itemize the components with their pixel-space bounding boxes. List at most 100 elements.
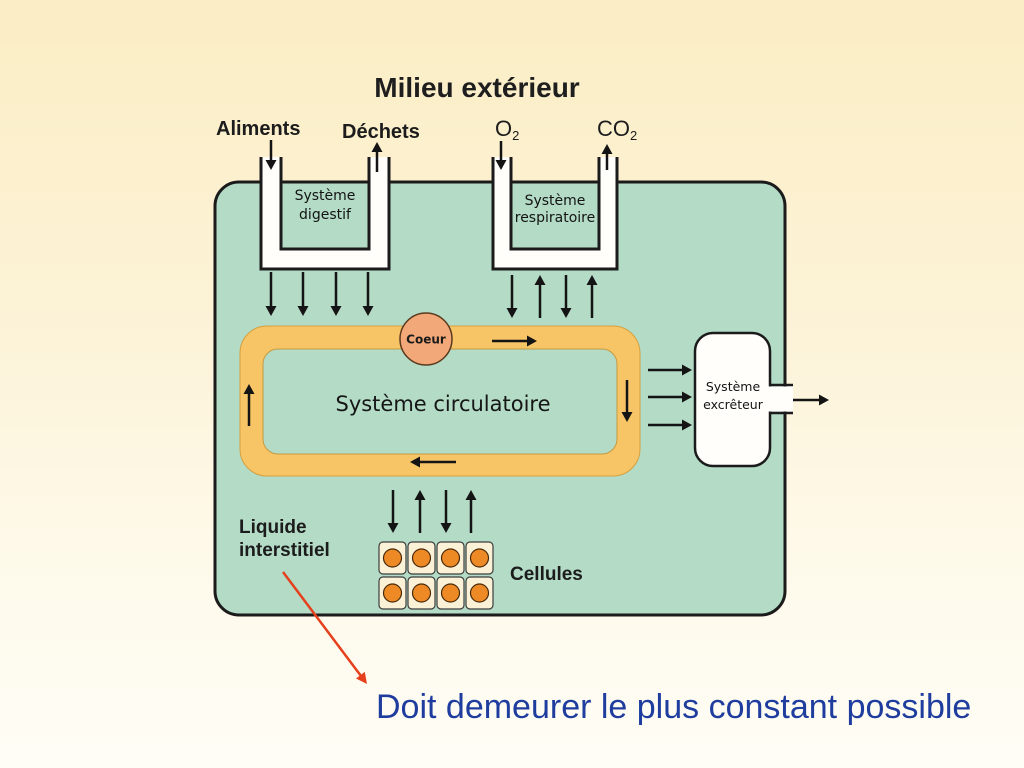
digestive-tube-outer-wall <box>259 157 391 271</box>
arrow-head <box>601 144 613 154</box>
arrow-cells-to-blood <box>465 490 477 533</box>
cell <box>436 541 465 575</box>
arrow-head <box>495 160 507 170</box>
arrow-shaft <box>281 571 363 678</box>
respiratory-tube-inner-wall <box>509 157 601 251</box>
arrow-circulation-left <box>243 384 255 426</box>
diagram-title: Milieu extérieur <box>374 72 580 103</box>
interstitial-fluid-label-line1: Liquide <box>239 517 307 538</box>
arrow-head <box>387 523 399 533</box>
cells-label: Cellules <box>510 564 583 585</box>
cell <box>436 576 465 610</box>
arrow-digestive-to-blood <box>362 272 374 316</box>
arrow-head <box>682 419 692 431</box>
excretory-system: Système excrêteur <box>693 331 793 468</box>
waste-label: Déchets <box>342 121 420 143</box>
cell-nucleus <box>382 548 403 568</box>
respiratory-system-label-line2: respiratoire <box>515 210 595 226</box>
heart <box>399 312 453 366</box>
cell-nucleus <box>469 548 490 568</box>
excretory-duct <box>767 386 793 412</box>
arrow-head <box>682 364 692 376</box>
arrow-circulation-top <box>492 335 537 347</box>
arrow-co2-output <box>601 144 613 170</box>
heart-label: Coeur <box>406 333 446 347</box>
arrow-excretion-output <box>793 394 829 406</box>
carbon-dioxide-subscript: 2 <box>630 128 637 143</box>
arrow-head <box>243 384 255 394</box>
arrow-head <box>265 160 277 170</box>
arrow-head <box>506 308 518 318</box>
arrow-blood-to-excretory <box>648 364 692 376</box>
circulatory-system-label: Système circulatoire <box>335 392 550 416</box>
arrow-head <box>527 335 537 347</box>
arrow-blood-to-respiratory <box>586 275 598 318</box>
oxygen-label: O2 <box>495 116 519 143</box>
circulatory-system: Système circulatoire Coeur <box>239 312 641 477</box>
arrow-oxygen-intake <box>495 141 507 170</box>
arrow-head <box>330 306 342 316</box>
cell-nucleus <box>411 548 432 568</box>
cell-nucleus <box>440 548 461 568</box>
respiratory-tube <box>493 157 617 269</box>
carbon-dioxide-label: CO2 <box>597 116 637 143</box>
arrow-head <box>410 456 420 468</box>
arrow-digestive-to-blood <box>330 272 342 316</box>
arrow-head <box>362 306 374 316</box>
pointer-arrow <box>281 571 367 684</box>
arrow-blood-to-cells <box>440 490 452 533</box>
arrow-head <box>465 490 477 500</box>
arrow-respiratory-to-blood <box>506 275 518 318</box>
arrow-waste-output <box>371 142 383 172</box>
respiratory-system: Système respiratoire <box>491 157 619 271</box>
arrow-blood-to-excretory <box>648 391 692 403</box>
arrow-blood-to-respiratory <box>534 275 546 318</box>
oxygen-symbol: O <box>495 116 512 141</box>
arrow-head <box>819 394 829 406</box>
arrow-blood-to-excretory <box>648 419 692 431</box>
arrow-head <box>682 391 692 403</box>
arrow-cells-to-blood <box>414 490 426 533</box>
exchange-arrows <box>243 140 829 684</box>
digestive-system-label-line1: Système <box>295 188 356 204</box>
arrow-head <box>371 142 383 152</box>
cells-group <box>378 541 494 610</box>
excretory-system-label-line1: Système <box>706 379 761 394</box>
arrow-head <box>356 671 367 684</box>
respiratory-system-label-line1: Système <box>525 193 586 209</box>
arrow-digestive-to-blood <box>297 272 309 316</box>
cell-nucleus <box>411 583 432 603</box>
cell <box>378 541 407 575</box>
arrow-head <box>534 275 546 285</box>
arrow-head <box>265 306 277 316</box>
arrow-head <box>586 275 598 285</box>
cell <box>407 541 436 575</box>
carbon-dioxide-symbol: CO <box>597 116 630 141</box>
arrow-digestive-to-blood <box>265 272 277 316</box>
cell <box>465 541 494 575</box>
cell <box>407 576 436 610</box>
food-label: Aliments <box>216 118 300 140</box>
interstitial-fluid-label-line2: interstitiel <box>239 540 330 561</box>
arrow-circulation-right <box>621 380 633 422</box>
cell-nucleus <box>440 583 461 603</box>
cell-nucleus <box>382 583 403 603</box>
excretory-system-label-line2: excrêteur <box>703 397 764 412</box>
arrow-head <box>560 308 572 318</box>
arrow-head <box>621 412 633 422</box>
cell <box>378 576 407 610</box>
arrow-head <box>297 306 309 316</box>
digestive-system-label-line2: digestif <box>299 207 352 223</box>
arrow-food-intake <box>265 140 277 170</box>
digestive-tube-inner-wall <box>279 157 371 251</box>
arrow-head <box>414 490 426 500</box>
arrow-respiratory-to-blood <box>560 275 572 318</box>
oxygen-subscript: 2 <box>512 128 519 143</box>
cell-nucleus <box>469 583 490 603</box>
arrow-blood-to-cells <box>387 490 399 533</box>
arrow-circulation-bottom <box>410 456 456 468</box>
cell <box>465 576 494 610</box>
respiratory-tube-outer-wall <box>491 157 619 271</box>
